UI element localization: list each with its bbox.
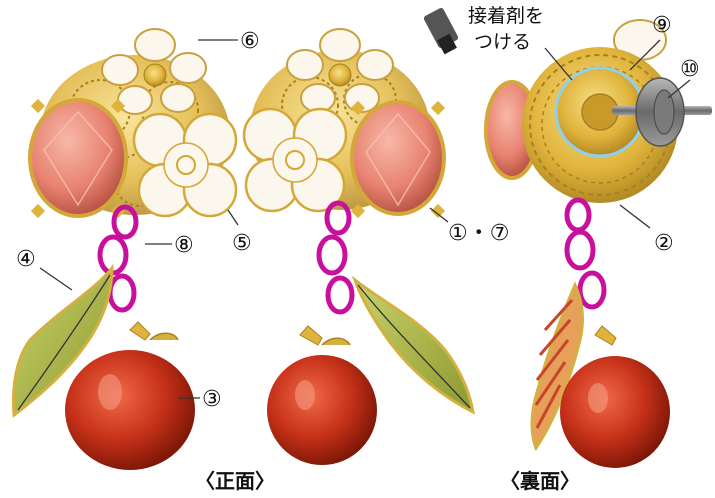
leader-lines — [39, 39, 691, 399]
earring-front-left — [11, 28, 238, 470]
earring-front-right — [242, 28, 475, 465]
leaf-left — [11, 263, 114, 418]
caption-back: 〈裏面〉 — [500, 469, 580, 493]
flower-right — [242, 107, 348, 213]
glue-tube-icon — [423, 8, 459, 55]
glue-note-line1: 接着剤を — [468, 5, 544, 27]
earring-back — [484, 19, 712, 468]
callout-8: ⑧ — [174, 233, 194, 258]
callout-10: ⑩ — [680, 57, 700, 82]
callout-6: ⑥ — [240, 29, 260, 54]
callout-3: ③ — [202, 387, 222, 412]
callout-4: ④ — [16, 247, 36, 272]
blossom-left — [101, 28, 207, 115]
jump-rings-back — [564, 197, 607, 310]
crystal-left — [28, 98, 128, 219]
callout-2: ② — [654, 231, 674, 256]
apple-middle — [267, 325, 377, 465]
crystal-right — [350, 100, 446, 219]
apple-back — [560, 325, 670, 468]
blossom-right — [286, 28, 394, 113]
leaf-back — [530, 281, 584, 452]
leaf-middle — [351, 275, 475, 415]
apple-left — [65, 321, 195, 470]
callout-9: ⑨ — [652, 13, 672, 38]
caption-front: 〈正面〉 — [195, 469, 275, 493]
callout-5: ⑤ — [232, 231, 252, 256]
glue-note-line2: つける — [474, 31, 531, 53]
jump-rings-middle — [316, 200, 355, 315]
callout-1-7: ①・⑦ — [448, 221, 509, 246]
flower-left — [132, 112, 238, 218]
